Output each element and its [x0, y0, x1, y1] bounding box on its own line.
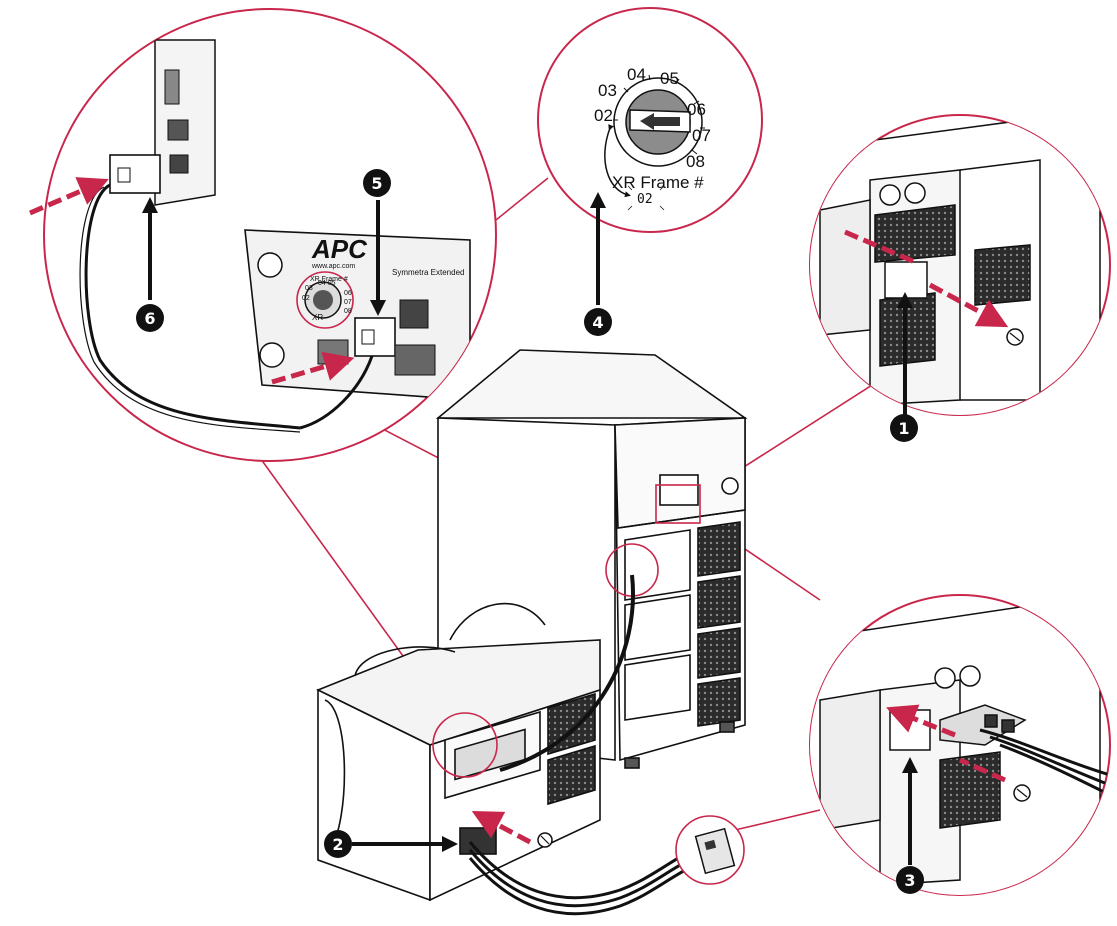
callout-number-3: 3	[904, 871, 915, 890]
callout-badge-5: 5	[363, 169, 391, 197]
panel-frame-caption: XR Frame #	[310, 276, 348, 283]
callout-number-6: 6	[144, 309, 155, 328]
dial-num-06: 06	[687, 100, 706, 119]
dial-readout: 02	[637, 192, 653, 207]
callout-number-1: 1	[898, 419, 909, 438]
red-arrow-plug-top	[29, 177, 109, 216]
red-arrow-remove-plate	[844, 229, 916, 265]
comm-cable	[499, 574, 635, 772]
callout-badge-3: 3	[896, 866, 924, 894]
dial-caption: XR Frame #	[612, 173, 704, 192]
dial-rotate-arrow	[604, 124, 631, 198]
detail-marker-card	[432, 712, 498, 778]
panel-dial-num-03: 03	[305, 285, 313, 292]
panel-dial-num-07: 07	[344, 299, 352, 306]
panel-title-fragment: Symmetra Extended	[392, 268, 464, 277]
power-connector	[675, 815, 745, 885]
panel-dial-num-02: 02	[302, 295, 310, 302]
red-arrow-insert-bottom	[471, 810, 532, 845]
callout-badge-4: 4	[584, 308, 612, 336]
red-arrow-plug-panel	[271, 351, 355, 385]
panel-dial-num-06: 06	[344, 290, 352, 297]
callout-badge-2: 2	[324, 830, 352, 858]
rj-plug	[109, 154, 161, 194]
panel-xr-mark: XR	[312, 313, 323, 322]
readout-glow-lines	[627, 185, 665, 211]
callout-badge-1: 1	[890, 414, 918, 442]
apc-url: www.apc.com	[311, 263, 355, 270]
apc-panel-labels: APC www.apc.com XR Frame # Symmetra Exte…	[302, 234, 464, 322]
callout-number-5: 5	[371, 174, 382, 193]
battery-frame	[316, 602, 601, 902]
panel-dial-num-08: 08	[344, 308, 352, 315]
red-arrow-remove-screw	[928, 282, 1009, 328]
communications-panel-detail	[79, 39, 471, 433]
apc-logo: APC	[311, 234, 368, 264]
screw-icon	[1006, 328, 1024, 346]
red-arrow-insert-connector	[886, 704, 956, 738]
screw-icon	[1013, 784, 1031, 802]
dial-num-08: 08	[686, 152, 705, 171]
red-arrow-screw	[958, 757, 1007, 783]
dial-num-02: 02	[594, 106, 613, 125]
dial-num-05: 05	[660, 69, 679, 88]
top-panel-detail	[810, 115, 1101, 415]
callout-badge-6: 6	[136, 304, 164, 332]
callout-number-4: 4	[592, 313, 603, 332]
dial-labels: 03 04 05 02 06 07 08 XR Frame # 02	[594, 65, 711, 207]
detail-marker-top	[655, 484, 701, 524]
dial-num-07: 07	[692, 126, 711, 145]
dial-num-04: 04	[627, 65, 646, 84]
panel-dial-num-0405: 04 05	[318, 280, 336, 287]
callout-number-2: 2	[332, 835, 343, 854]
screw-icon	[537, 832, 553, 848]
frame-dial-detail	[613, 74, 705, 167]
dial-num-03: 03	[598, 81, 617, 100]
